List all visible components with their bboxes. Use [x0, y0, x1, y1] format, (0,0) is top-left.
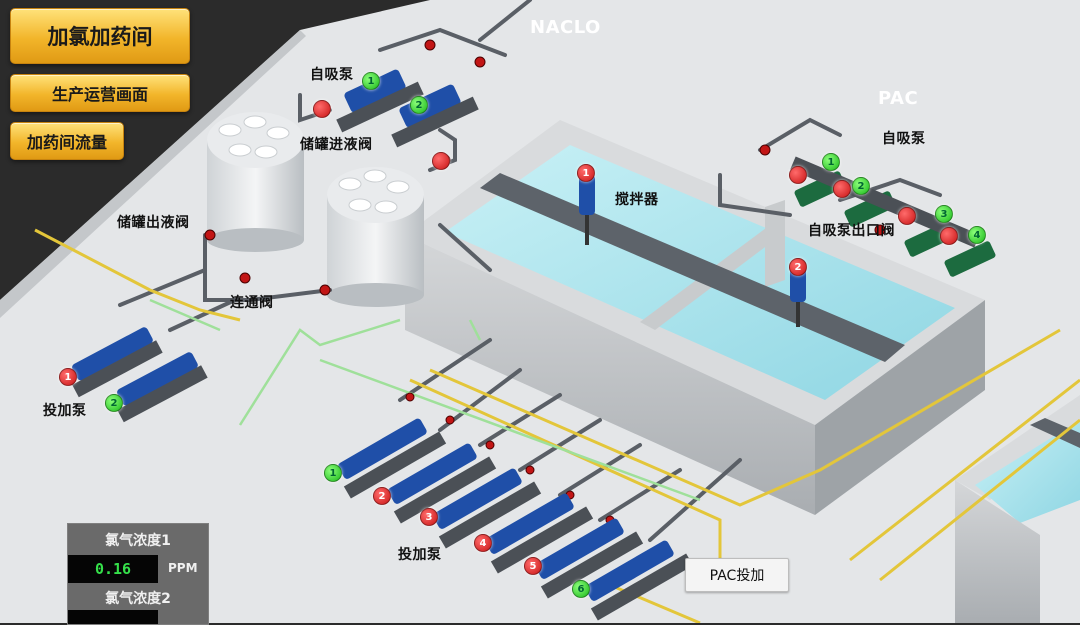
pac-pump-1-status[interactable]: 1: [822, 153, 840, 171]
naclo-inlet-valve-status[interactable]: [432, 152, 450, 170]
basin-right-wall: [815, 300, 985, 515]
dose-pump-5-status[interactable]: 5: [524, 557, 542, 575]
storage-tank-1: [207, 112, 304, 252]
pac-dosing-button[interactable]: PAC投加: [685, 558, 789, 592]
dosing-pump-label-left: 投加泵: [43, 403, 87, 419]
self-priming-outlet-valve-label: 自吸泵出口阀: [808, 223, 895, 239]
tank-inlet-valve-label: 储罐进液阀: [300, 137, 373, 153]
dose-pump-6-status[interactable]: 6: [572, 580, 590, 598]
chlorine-2-label: 氯气浓度2: [105, 591, 171, 607]
chlorine-1-value: 0.16: [68, 555, 158, 583]
storage-tank-2: [327, 167, 424, 307]
self-priming-pump-label-right: 自吸泵: [882, 131, 926, 147]
pac-label: PAC: [878, 88, 919, 109]
basin2-beam: [1030, 418, 1080, 448]
chlorine-2-value: [68, 610, 158, 624]
basin2-wall: [955, 480, 1040, 623]
naclo-label: NACLO: [530, 17, 601, 38]
self-priming-pump-label-left: 自吸泵: [310, 67, 354, 83]
naclo-pump-1-status[interactable]: 1: [362, 72, 380, 90]
naclo-pump-2-status[interactable]: 2: [410, 96, 428, 114]
nav-production-button[interactable]: 生产运营画面: [10, 74, 190, 112]
naclo-valve-status[interactable]: [313, 100, 331, 118]
pac-pump-2-status[interactable]: 2: [852, 177, 870, 195]
pac-pump-4-status[interactable]: 4: [968, 226, 986, 244]
pac-valve-4-status[interactable]: [940, 227, 958, 245]
left-dose-pump-2-status[interactable]: 2: [105, 394, 123, 412]
pac-pump-3-status[interactable]: 3: [935, 205, 953, 223]
connecting-valve-label: 连通阀: [230, 295, 274, 311]
dosing-pump-label-bottom: 投加泵: [398, 547, 442, 563]
chlorine-1-unit: PPM: [168, 561, 198, 575]
naclo-pumps: [336, 69, 479, 148]
pac-valve-3-status[interactable]: [898, 207, 916, 225]
green-pipes: [149, 298, 701, 502]
basin2-water: [975, 420, 1080, 523]
gray-pipes: [118, 0, 942, 542]
dose-pump-3-status[interactable]: 3: [420, 508, 438, 526]
pac-valve-2-status[interactable]: [833, 180, 851, 198]
mixer-label: 搅拌器: [615, 192, 659, 208]
basin-divider-2: [765, 200, 785, 287]
nav-flow-button[interactable]: 加药间流量: [10, 122, 124, 160]
left-dosing-pumps: [72, 327, 208, 423]
dose-pump-1-status[interactable]: 1: [324, 464, 342, 482]
nav-main-title-button[interactable]: 加氯加药间: [10, 8, 190, 64]
mixer-2-status[interactable]: 2: [789, 258, 807, 276]
basin-left-wall: [405, 235, 815, 515]
mixer-1-status[interactable]: 1: [577, 164, 595, 182]
floor-edge: [0, 30, 306, 318]
yellow-pipes: [34, 228, 1080, 623]
dose-pump-2-status[interactable]: 2: [373, 487, 391, 505]
tank-outlet-valve-label: 储罐出液阀: [117, 215, 190, 231]
left-dose-pump-1-status[interactable]: 1: [59, 368, 77, 386]
pac-valve-1-status[interactable]: [789, 166, 807, 184]
chlorine-readout-panel: 氯气浓度1 0.16 PPM 氯气浓度2: [67, 523, 209, 625]
dose-pump-4-status[interactable]: 4: [474, 534, 492, 552]
bottom-dosing-pumps: [338, 418, 694, 621]
chlorine-1-label: 氯气浓度1: [105, 533, 171, 549]
